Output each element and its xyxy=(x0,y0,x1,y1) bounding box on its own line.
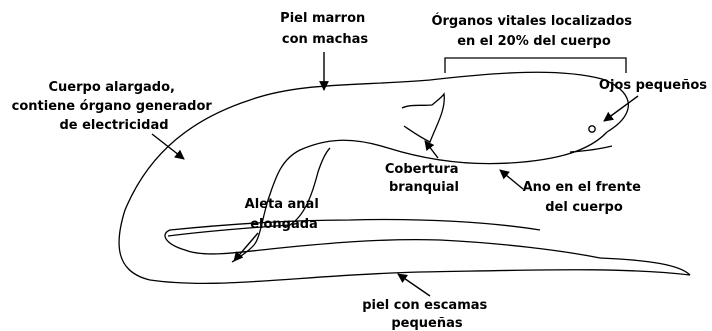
eel-head-underside xyxy=(231,131,608,263)
label-ojos: Ojos pequeños xyxy=(599,78,707,93)
eel-tail-tip xyxy=(599,257,691,276)
eel-body xyxy=(118,71,691,285)
eel-inner-body-edge xyxy=(164,218,601,259)
label-cuerpo-alargado: Cuerpo alargado, contiene órgano generad… xyxy=(12,80,217,133)
arrow-cobertura xyxy=(424,140,439,159)
label-piel-marron: Piel marron con machas xyxy=(280,11,370,47)
eel-eye xyxy=(588,125,596,133)
arrow-cuerpo-alargado xyxy=(151,133,185,160)
arrow-piel-escamas xyxy=(397,273,431,297)
label-cobertura: Cobertura branquial xyxy=(385,162,463,195)
arrow-aleta-anal xyxy=(233,232,259,262)
label-piel-escamas: piel con escamas pequeñas xyxy=(362,298,492,331)
vital-organs-bracket xyxy=(444,57,627,73)
label-ano: Ano en el frente del cuerpo xyxy=(523,180,646,215)
label-organos-vitales: Órganos vitales localizados en el 20% de… xyxy=(431,13,636,49)
arrow-ano xyxy=(499,169,524,190)
eel-anal-fin xyxy=(167,147,331,237)
gill-cover xyxy=(401,92,445,143)
eel-mouth xyxy=(569,145,613,153)
arrow-ojos xyxy=(603,95,639,122)
label-aleta-anal: Aleta anal elongada xyxy=(245,197,324,232)
eel-outer-outline xyxy=(118,71,691,285)
pointer-arrows xyxy=(151,52,639,297)
